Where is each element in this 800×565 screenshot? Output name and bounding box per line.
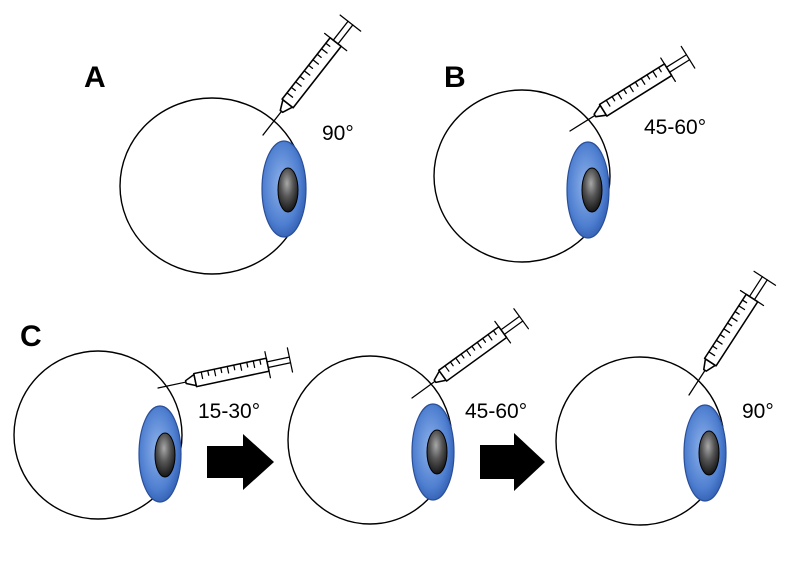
pupil [277, 167, 299, 213]
panel-a: A 90° [84, 14, 362, 275]
pupil [581, 167, 603, 213]
panel-b-angle-label: 45-60° [644, 116, 706, 139]
panel-c-step-1: 15-30° [13, 347, 294, 520]
panel-a-letter: A [84, 61, 106, 94]
eye-globe [555, 356, 727, 526]
pupil [426, 429, 448, 475]
eye-globe [287, 355, 455, 525]
panel-b: B 45-60° [433, 45, 706, 263]
syringe-icon [688, 270, 777, 396]
syringe-icon [411, 308, 530, 399]
panel-c-step-3-angle-label: 90° [742, 400, 774, 423]
panel-c-step-1-angle-label: 15-30° [198, 400, 260, 423]
panel-c-step-2-angle-label: 45-60° [465, 400, 527, 423]
syringe-icon [262, 14, 362, 136]
right-arrow-icon [207, 434, 274, 490]
panel-c: C 15-30° [13, 270, 777, 526]
eye-globe [433, 89, 611, 263]
syringe-icon [569, 45, 696, 132]
pupil [698, 430, 720, 476]
panel-c-letter: C [20, 320, 42, 353]
panel-a-angle-label: 90° [322, 122, 354, 145]
eye-globe [119, 97, 307, 275]
panel-c-step-3: 90° [555, 270, 777, 526]
pupil [154, 432, 176, 478]
panel-c-step-2: 45-60° [287, 308, 530, 525]
syringe-icon [157, 347, 294, 389]
panel-b-letter: B [444, 61, 466, 94]
right-arrow-icon [480, 433, 545, 491]
eye-globe [13, 350, 183, 520]
